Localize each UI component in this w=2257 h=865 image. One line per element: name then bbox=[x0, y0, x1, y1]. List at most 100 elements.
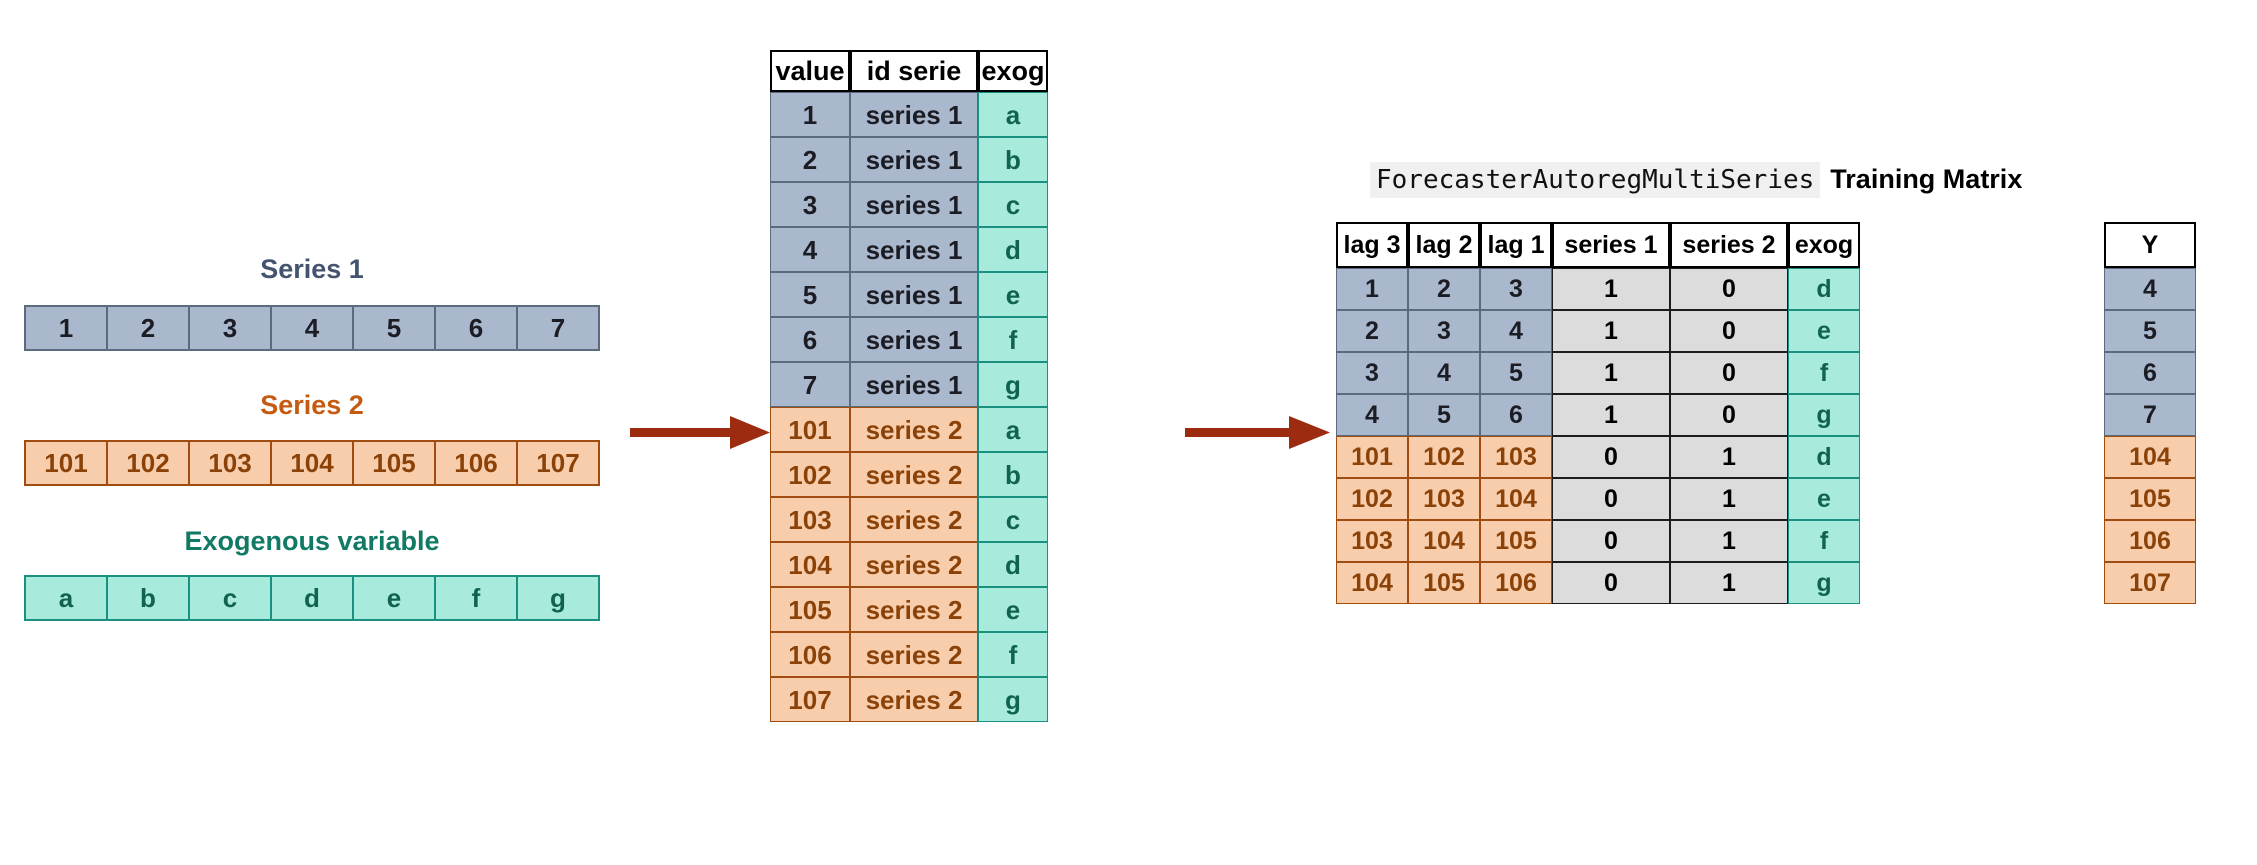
y-row: 107 bbox=[2104, 562, 2196, 604]
long-table-cell-exog: d bbox=[978, 542, 1048, 587]
y-row: 4 bbox=[2104, 268, 2196, 310]
tm-cell-series-1: 0 bbox=[1552, 478, 1670, 520]
tm-cell-lag-2: 102 bbox=[1408, 436, 1480, 478]
long-table-header-row: value id serie exog bbox=[770, 50, 1048, 92]
tm-cell-exog: g bbox=[1788, 562, 1860, 604]
long-table-cell-exog: c bbox=[978, 182, 1048, 227]
tm-cell-lag-2: 2 bbox=[1408, 268, 1480, 310]
series-1-label: Series 1 bbox=[260, 254, 364, 284]
long-table-cell-id-serie: series 2 bbox=[850, 452, 978, 497]
long-table-cell-value: 6 bbox=[770, 317, 850, 362]
exogenous-cell: a bbox=[26, 577, 108, 619]
tm-cell-series-2: 0 bbox=[1670, 352, 1788, 394]
long-table-cell-id-serie: series 2 bbox=[850, 587, 978, 632]
tm-cell-series-1: 1 bbox=[1552, 352, 1670, 394]
y-cell: 6 bbox=[2104, 352, 2196, 394]
tm-cell-series-1: 1 bbox=[1552, 268, 1670, 310]
tm-cell-lag-3: 2 bbox=[1336, 310, 1408, 352]
tm-cell-series-2: 1 bbox=[1670, 520, 1788, 562]
tm-header-exog: exog bbox=[1788, 222, 1860, 268]
long-table-cell-id-serie: series 2 bbox=[850, 677, 978, 722]
long-table-cell-exog: g bbox=[978, 677, 1048, 722]
long-table-header-id-serie: id serie bbox=[850, 50, 978, 92]
tm-cell-lag-1: 6 bbox=[1480, 394, 1552, 436]
tm-cell-lag-2: 103 bbox=[1408, 478, 1480, 520]
long-table-cell-exog: a bbox=[978, 92, 1048, 137]
tm-cell-series-2: 0 bbox=[1670, 268, 1788, 310]
series-1-cell: 1 bbox=[26, 307, 108, 349]
tm-cell-lag-1: 105 bbox=[1480, 520, 1552, 562]
tm-cell-lag-2: 3 bbox=[1408, 310, 1480, 352]
long-table-cell-value: 1 bbox=[770, 92, 850, 137]
tm-cell-exog: g bbox=[1788, 394, 1860, 436]
series-1-cell: 7 bbox=[518, 307, 598, 349]
training-matrix-title: ForecasterAutoregMultiSeries Training Ma… bbox=[1370, 162, 2022, 198]
tm-cell-lag-3: 1 bbox=[1336, 268, 1408, 310]
long-table-cell-id-serie: series 1 bbox=[850, 362, 978, 407]
tm-cell-series-1: 1 bbox=[1552, 310, 1670, 352]
y-cell: 7 bbox=[2104, 394, 2196, 436]
tm-cell-lag-2: 4 bbox=[1408, 352, 1480, 394]
series-1-cell: 5 bbox=[354, 307, 436, 349]
series-1-cell: 3 bbox=[190, 307, 272, 349]
tm-cell-lag-1: 103 bbox=[1480, 436, 1552, 478]
series-1-cell: 2 bbox=[108, 307, 190, 349]
y-row: 104 bbox=[2104, 436, 2196, 478]
tm-cell-lag-1: 104 bbox=[1480, 478, 1552, 520]
y-row: 106 bbox=[2104, 520, 2196, 562]
long-table-cell-id-serie: series 1 bbox=[850, 137, 978, 182]
exogenous-cell: c bbox=[190, 577, 272, 619]
tm-cell-lag-1: 5 bbox=[1480, 352, 1552, 394]
tm-header-series-2: series 2 bbox=[1670, 222, 1788, 268]
series-2-cell: 107 bbox=[518, 442, 598, 484]
exogenous-cell: e bbox=[354, 577, 436, 619]
tm-cell-exog: d bbox=[1788, 436, 1860, 478]
tm-header-series-1: series 1 bbox=[1552, 222, 1670, 268]
long-table-cell-value: 5 bbox=[770, 272, 850, 317]
long-table-cell-exog: f bbox=[978, 632, 1048, 677]
long-table-cell-exog: d bbox=[978, 227, 1048, 272]
long-table-cell-exog: b bbox=[978, 452, 1048, 497]
long-table-cell-id-serie: series 2 bbox=[850, 407, 978, 452]
y-cell: 5 bbox=[2104, 310, 2196, 352]
tm-cell-exog: e bbox=[1788, 478, 1860, 520]
long-table-cell-id-serie: series 2 bbox=[850, 632, 978, 677]
forecaster-class-name: ForecasterAutoregMultiSeries bbox=[1370, 162, 1821, 198]
long-table-cell-value: 102 bbox=[770, 452, 850, 497]
long-table-cell-id-serie: series 2 bbox=[850, 497, 978, 542]
series-2-cell: 106 bbox=[436, 442, 518, 484]
series-2-cell: 104 bbox=[272, 442, 354, 484]
series-2-cell: 102 bbox=[108, 442, 190, 484]
long-table-cell-id-serie: series 1 bbox=[850, 317, 978, 362]
tm-cell-series-2: 0 bbox=[1670, 394, 1788, 436]
tm-cell-lag-3: 4 bbox=[1336, 394, 1408, 436]
long-table-cell-value: 103 bbox=[770, 497, 850, 542]
tm-cell-exog: f bbox=[1788, 520, 1860, 562]
long-table-cell-value: 107 bbox=[770, 677, 850, 722]
exogenous-cell: b bbox=[108, 577, 190, 619]
long-table-cell-exog: f bbox=[978, 317, 1048, 362]
tm-cell-lag-2: 5 bbox=[1408, 394, 1480, 436]
tm-cell-lag-3: 103 bbox=[1336, 520, 1408, 562]
tm-cell-series-1: 0 bbox=[1552, 520, 1670, 562]
long-table-cell-value: 101 bbox=[770, 407, 850, 452]
tm-cell-series-2: 1 bbox=[1670, 436, 1788, 478]
long-table-cell-exog: e bbox=[978, 587, 1048, 632]
long-table-cell-id-serie: series 2 bbox=[850, 542, 978, 587]
exogenous-variable-label: Exogenous variable bbox=[184, 526, 440, 556]
